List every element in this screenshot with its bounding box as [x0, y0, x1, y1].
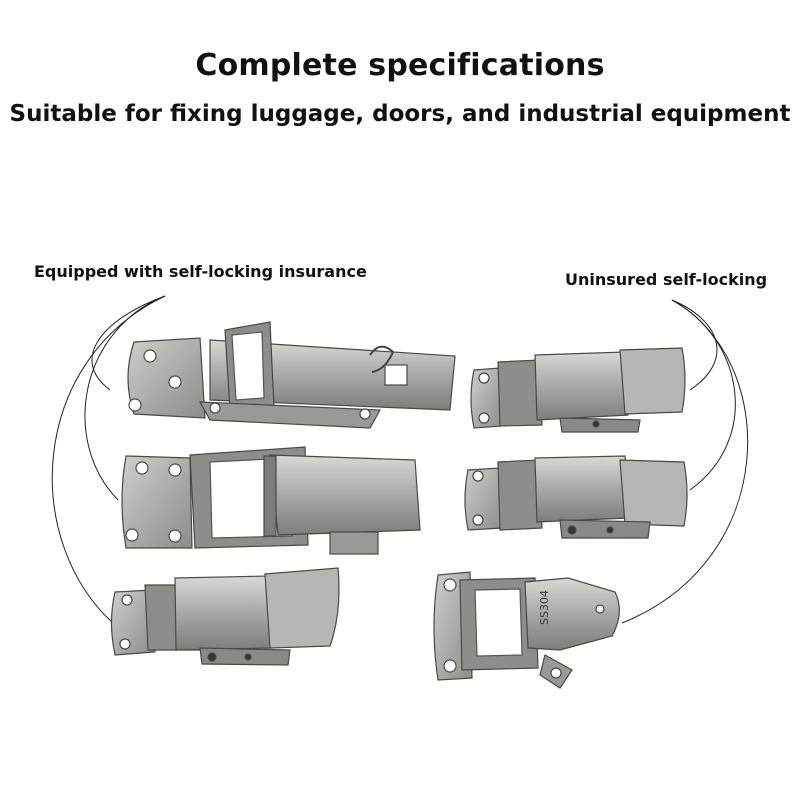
label-uninsured: Uninsured self-locking [565, 270, 768, 289]
page-subtitle: Suitable for fixing luggage, doors, and … [9, 101, 791, 127]
latch-large-self-locking [127, 321, 456, 429]
latch-right-top [470, 347, 686, 433]
callout-lines-left [51, 295, 166, 626]
label-self-locking: Equipped with self-locking insurance [34, 262, 367, 281]
callout-lines-right [621, 299, 749, 624]
latch-medium-self-locking [121, 446, 421, 555]
latch-right-middle [464, 455, 688, 539]
latch-small-self-locking [110, 567, 340, 666]
ss304-stamp: SS304 [538, 590, 551, 625]
latch-right-bottom-ss304: SS304 [433, 571, 620, 689]
page-title: Complete specifications [195, 48, 605, 83]
